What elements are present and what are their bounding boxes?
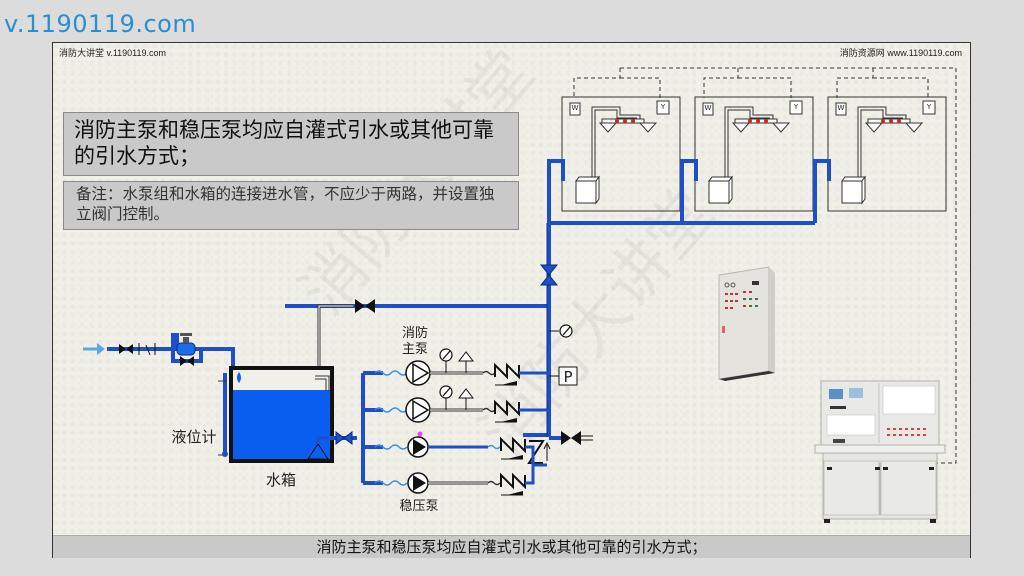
pump-2-check-valve [494,401,520,423]
jockey-pump-label: 稳压泵 [399,498,438,514]
sprinkler-zone-1 [561,96,681,212]
riser-gate-valve[interactable] [539,264,559,286]
slide: 消防大讲堂 消防大讲堂 消防大讲堂 v.1190119.com 消防资源网 ww… [52,42,971,558]
header-right: 消防资源网 www.1190119.com [839,48,962,58]
flexible-joints [374,370,408,486]
caption-bar: 消防主泵和稳压泵均应自灌式引水或其他可靠的引水方式； [53,535,970,558]
sprinkler-zone-3 [827,96,947,212]
main-pump-label-line-2: 主泵 [402,342,428,357]
site-url-watermark: v.1190119.com [4,10,197,38]
pressure-switch [558,366,578,386]
suction-header [330,371,383,485]
inlet-pipe [107,333,235,368]
zone-1-tag-y: Y [660,103,666,111]
water-tank-label: 水箱 [266,471,296,489]
pump-1-check-valve [494,364,520,386]
jockey-pump-1[interactable] [407,431,429,458]
slide-note: 备注：水泵组和水箱的连接进水管，不应少于两路，并设置独立阀门控制。 [63,181,519,230]
fire-pump-diagram: W Y W Y W Y P [83,67,957,523]
level-gauge [218,373,228,457]
pressure-switch-label: P [563,368,572,386]
riser-check-valve [527,440,545,464]
signal-wiring [573,67,957,464]
fire-alarm-control-console[interactable] [814,380,946,523]
riser-pressure-gauge-icon [559,324,573,338]
test-connection-valve[interactable] [561,431,593,445]
zone-3-tag-w: W [838,104,845,112]
zone-3-tag-y: Y [926,103,932,111]
pump-2-air-valve-icon [457,388,475,399]
zone-2-tag-w: W [705,104,712,112]
pump-1-pressure-gauge-icon [439,348,453,362]
jockey-pump-2[interactable] [407,472,429,494]
zone-1-tag-w: W [572,104,579,112]
slide-title: 消防主泵和稳压泵均应自灌式引水或其他可靠的引水方式； [63,112,519,176]
inlet-valves[interactable] [119,333,196,366]
zone-2-tag-y: Y [793,103,799,111]
pump-1-air-valve-icon [457,351,475,362]
level-gauge-label: 液位计 [171,428,216,446]
jockey-1-check-valve [500,438,526,460]
pump-control-cabinet[interactable] [718,266,775,381]
pump-2-pressure-gauge-icon [439,385,453,399]
header-left: 消防大讲堂 v.1190119.com [59,48,167,58]
main-pump-2[interactable] [405,397,431,423]
water-tank [229,366,342,463]
main-pump-label-line-1: 消防 [402,325,428,341]
sprinkler-zone-2 [694,96,814,212]
status-dot [417,431,423,437]
jockey-2-check-valve [500,474,526,496]
main-pump-1[interactable] [405,360,431,386]
test-return-valve[interactable] [355,299,375,313]
